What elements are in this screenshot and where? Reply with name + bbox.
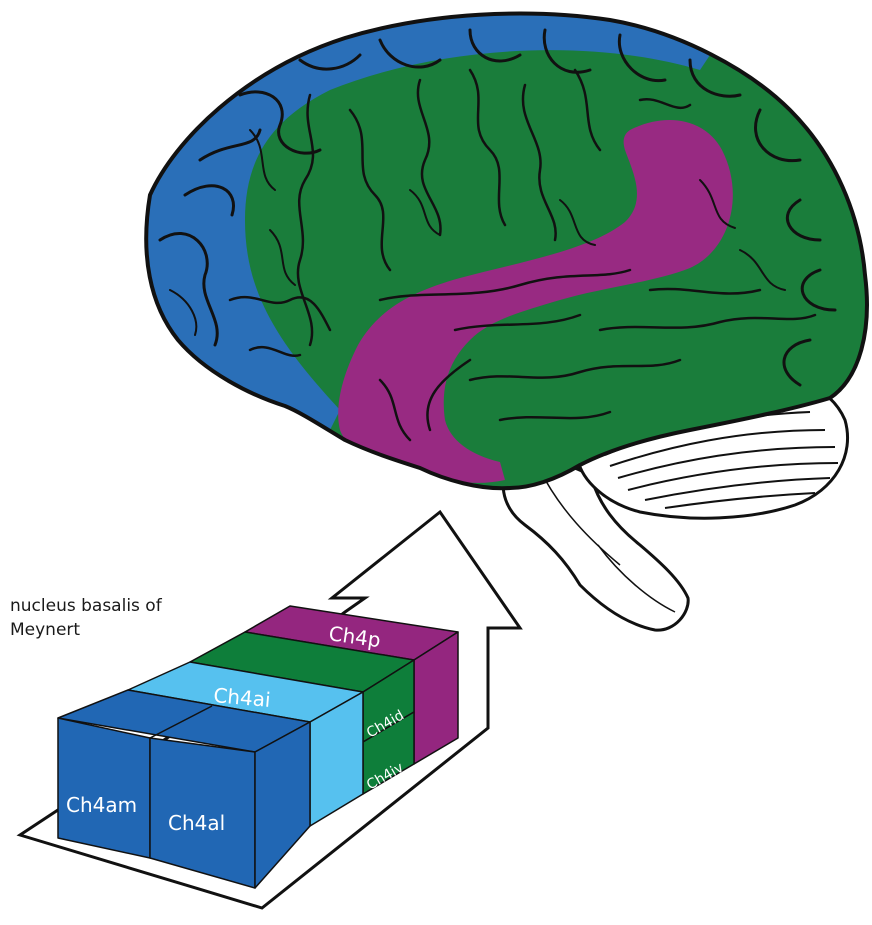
label-ch4am: Ch4am [66,793,137,817]
caption-line-1: nucleus basalis of [10,594,210,618]
ch4am-front [58,718,150,858]
label-ch4ai: Ch4ai [213,683,272,712]
nbm-block [58,606,458,888]
label-ch4al: Ch4al [168,811,225,835]
cerebral-cortex [125,10,867,488]
nbm-caption: nucleus basalis of Meynert [10,594,210,642]
caption-line-2: Meynert [10,618,210,642]
